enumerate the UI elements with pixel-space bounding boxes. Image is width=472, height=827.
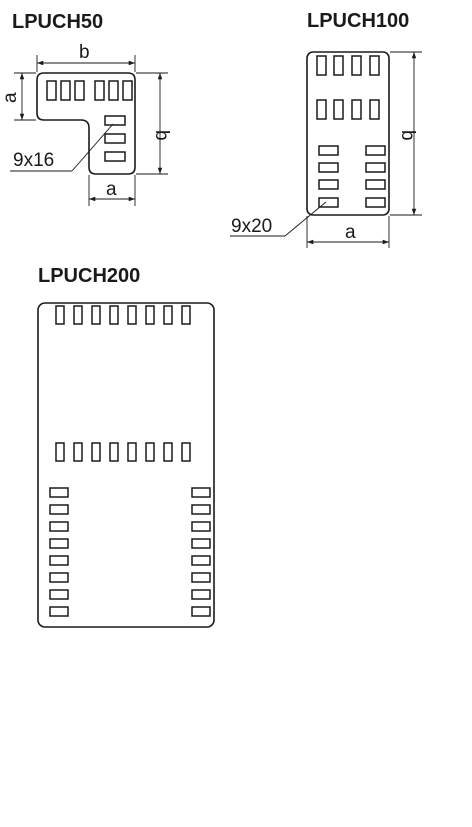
slot: [73, 305, 83, 325]
slot: [49, 521, 69, 532]
slot: [49, 555, 69, 566]
slot: [104, 115, 126, 126]
slot: [318, 162, 339, 173]
slot: [181, 442, 191, 462]
slot: [49, 572, 69, 583]
slot: [163, 442, 173, 462]
lpuch50-dim-a-left-label: a: [0, 92, 21, 103]
slot: [318, 145, 339, 156]
slot: [318, 179, 339, 190]
slot: [191, 487, 211, 498]
slot: [46, 80, 57, 101]
slot: [122, 80, 133, 101]
slot: [365, 197, 386, 208]
lpuch100-dimension-a-bottom: a: [306, 216, 390, 248]
lpuch50-dimension-a-bottom: a: [88, 175, 136, 206]
slot: [73, 442, 83, 462]
lpuch50-dim-a-bottom-label: a: [106, 179, 117, 200]
slot: [127, 442, 137, 462]
slot: [191, 555, 211, 566]
slot: [191, 606, 211, 617]
slot: [74, 80, 85, 101]
slot: [351, 99, 362, 120]
slot: [369, 55, 380, 76]
slot: [108, 80, 119, 101]
slot: [49, 606, 69, 617]
slot: [49, 538, 69, 549]
lpuch200-plate-outline: [37, 302, 215, 628]
lpuch50-hole-label: 9x16: [13, 150, 54, 171]
lpuch50-hole-callout: 9x16: [10, 123, 114, 172]
slot: [318, 197, 339, 208]
slot: [191, 572, 211, 583]
lpuch100-top-slots: [316, 55, 380, 76]
slot: [91, 305, 101, 325]
lpuch100-hole-label: 9x20: [231, 216, 272, 237]
slot: [91, 442, 101, 462]
slot: [365, 179, 386, 190]
slot: [369, 99, 380, 120]
lpuch50-dimension-a-left: a: [0, 72, 36, 121]
lpuch50-drawing: LPUCH50 b a: [0, 11, 172, 206]
slot: [351, 55, 362, 76]
lpuch50-dim-b-top-label: b: [79, 42, 90, 63]
slot: [49, 504, 69, 515]
slot: [191, 589, 211, 600]
lpuch200-middle-slots: [55, 442, 191, 462]
lpuch100-plate-outline: [306, 51, 390, 216]
slot: [163, 305, 173, 325]
slot: [145, 442, 155, 462]
slot: [104, 151, 126, 162]
lpuch100-dim-a-bottom-label: a: [345, 222, 356, 243]
slot: [316, 99, 327, 120]
lpuch200-title: LPUCH200: [38, 265, 140, 287]
lpuch50-arm-slots: [104, 115, 126, 162]
lpuch50-dimension-b-top: b: [36, 42, 136, 72]
slot: [333, 99, 344, 120]
lpuch100-dim-b-right-label: b: [397, 130, 418, 141]
slot: [191, 538, 211, 549]
slot: [191, 521, 211, 532]
lpuch200-left-slots: [49, 487, 69, 617]
lpuch100-right-slots: [365, 145, 386, 208]
slot: [49, 487, 69, 498]
slot: [60, 80, 71, 101]
lpuch50-plate-outline: [36, 72, 136, 175]
slot: [49, 589, 69, 600]
lpuch200-top-slots: [55, 305, 191, 325]
slot: [145, 305, 155, 325]
lpuch100-left-slots: [318, 145, 339, 208]
lpuch200-drawing: LPUCH200: [37, 265, 215, 628]
slot: [109, 442, 119, 462]
lpuch100-dimension-b-right: b: [390, 51, 422, 216]
slot: [316, 55, 327, 76]
slot: [191, 504, 211, 515]
slot: [365, 162, 386, 173]
lpuch100-title: LPUCH100: [307, 10, 409, 32]
slot: [55, 305, 65, 325]
slot: [365, 145, 386, 156]
lpuch50-dim-b-right-label: b: [151, 130, 172, 141]
lpuch50-title: LPUCH50: [12, 11, 103, 33]
lpuch50-dimension-b-right: b: [136, 72, 172, 175]
lpuch50-top-slots: [46, 80, 133, 101]
lpuch200-right-slots: [191, 487, 211, 617]
slot: [55, 442, 65, 462]
slot: [333, 55, 344, 76]
lpuch100-hole-callout: 9x20: [230, 201, 327, 237]
slot: [104, 133, 126, 144]
slot: [181, 305, 191, 325]
lpuch100-middle-slots: [316, 99, 380, 120]
slot: [109, 305, 119, 325]
slot: [127, 305, 137, 325]
lpuch100-drawing: LPUCH100: [230, 10, 422, 248]
slot: [94, 80, 105, 101]
